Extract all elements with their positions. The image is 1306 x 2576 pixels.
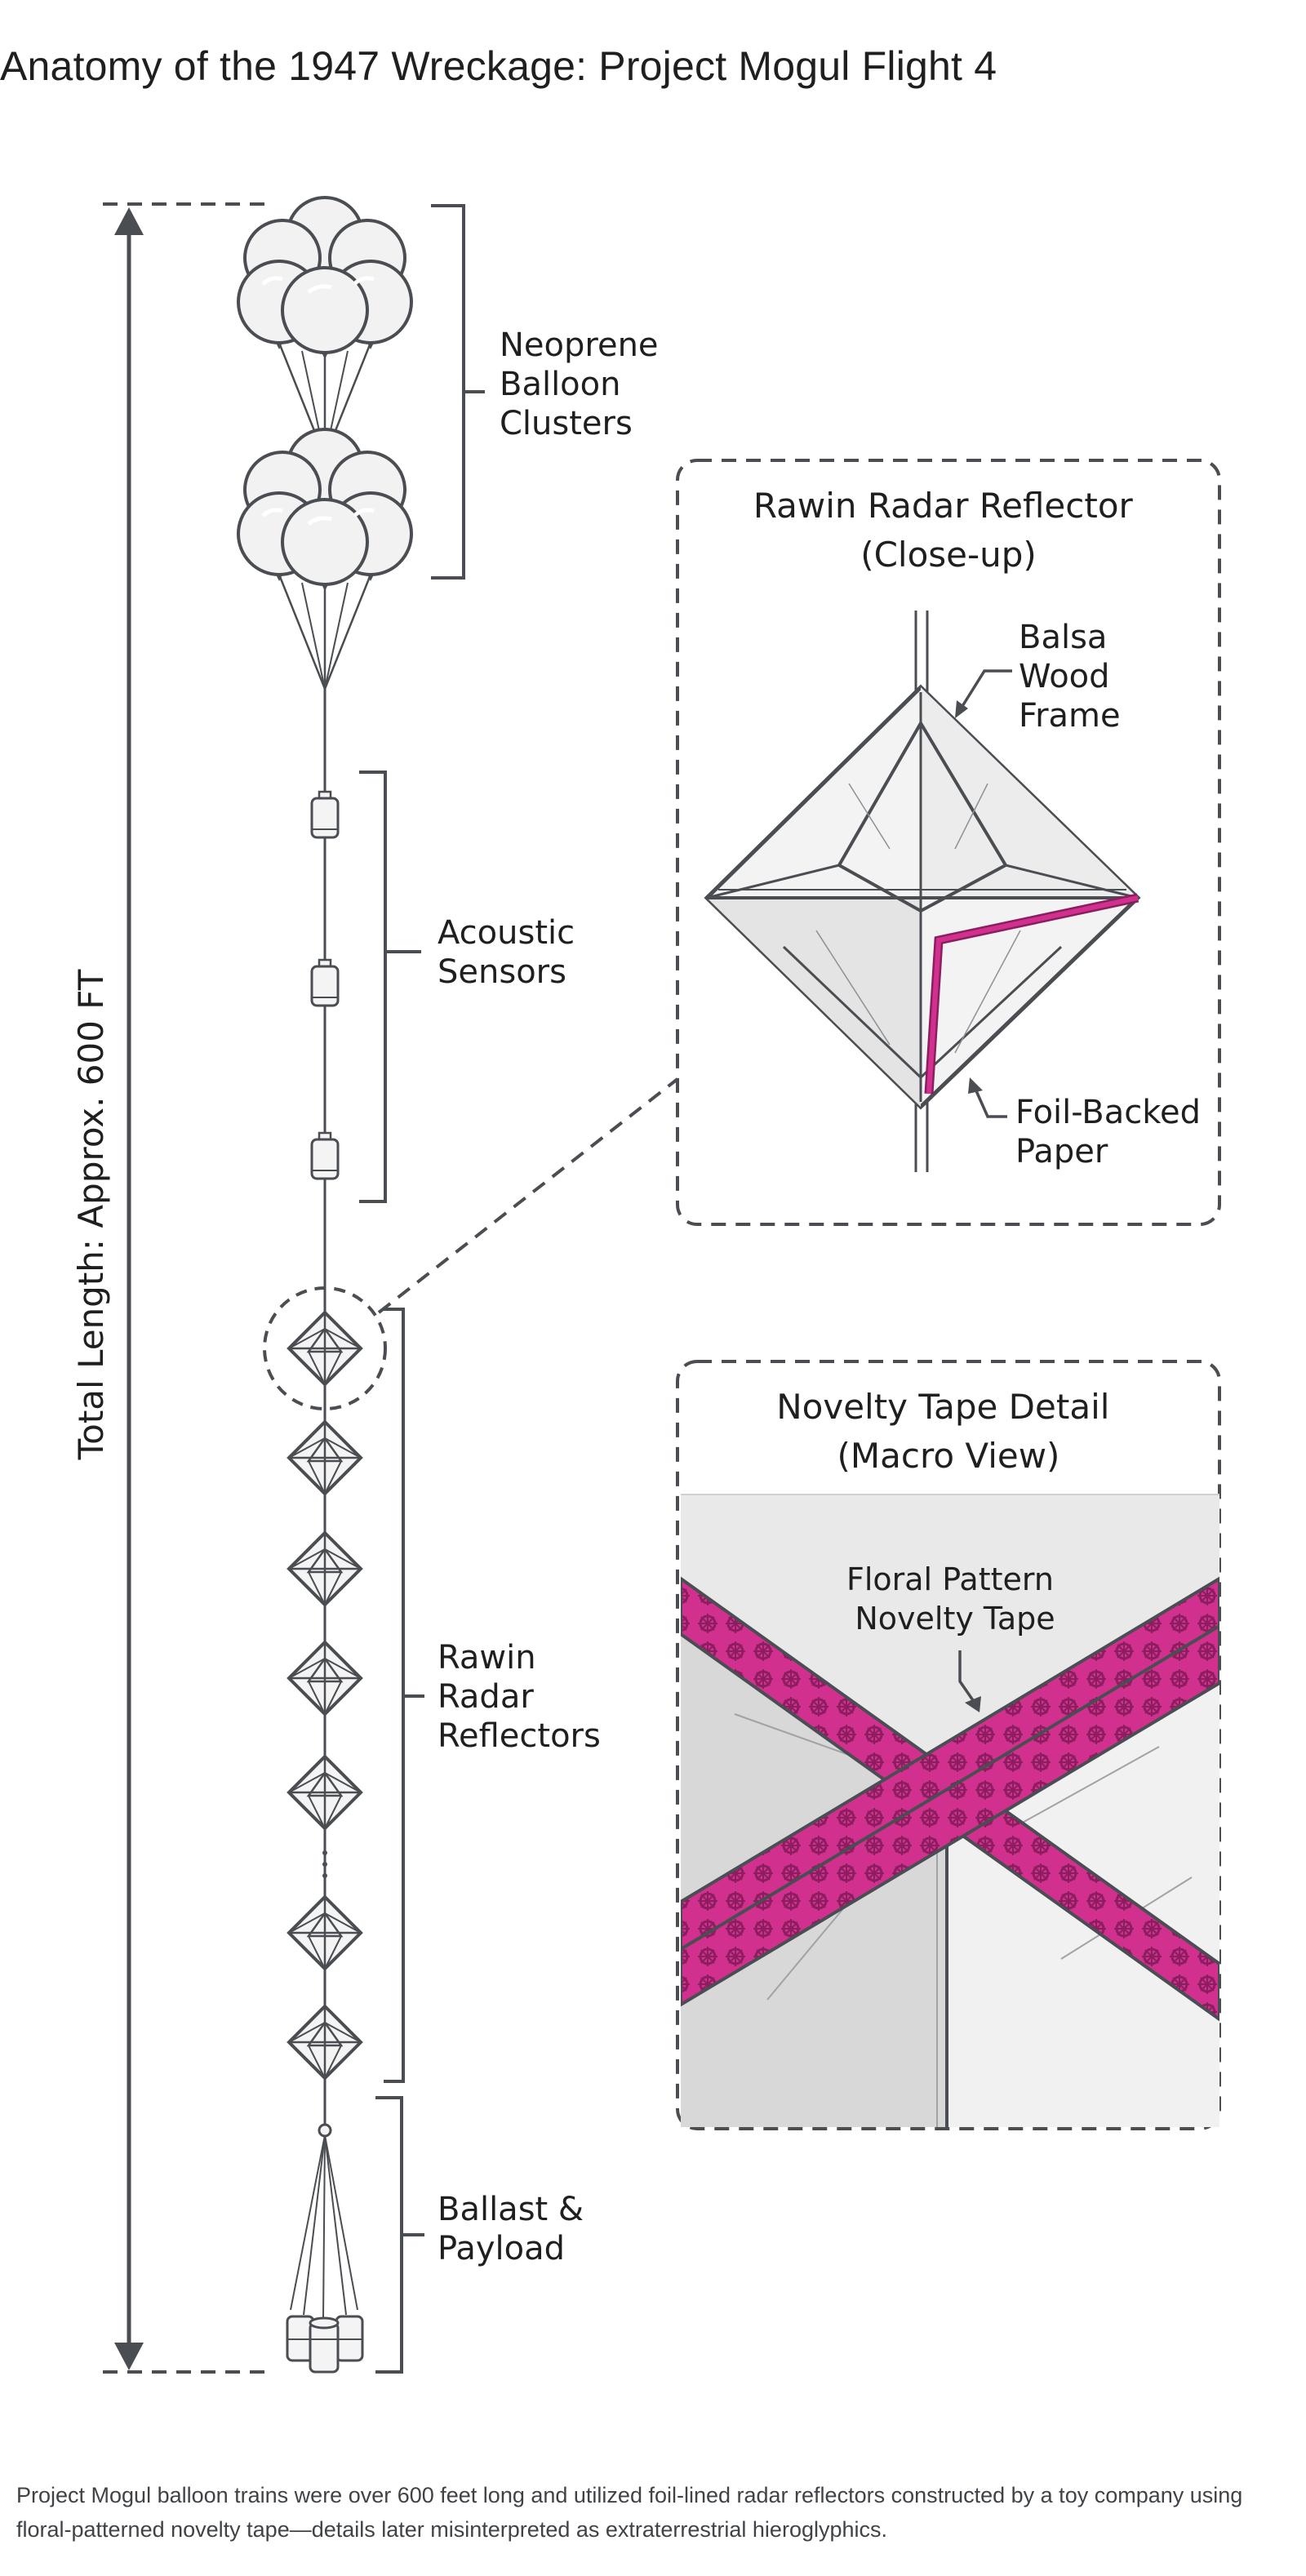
page-title: Anatomy of the 1947 Wreckage: Project Mo…: [0, 43, 997, 89]
radar-reflectors-label: Rawin Radar Reflectors: [438, 1639, 601, 1755]
reflectors-label-line-3: Reflectors: [438, 1717, 601, 1755]
tape-title: Novelty Tape Detail (Macro View): [776, 1387, 1121, 1476]
balloon-cluster-lower: [238, 429, 411, 690]
acoustic-sensor: [310, 950, 340, 1007]
closeup-title-line-2: (Close-up): [860, 535, 1037, 575]
radar-reflector: [287, 1420, 362, 1495]
acoustic-sensor: [310, 782, 340, 839]
tape-label-line-2: Novelty Tape: [855, 1601, 1055, 1637]
acoustic-sensor: [310, 1123, 340, 1180]
closeup-connector-line: [377, 1077, 679, 1314]
sensors-bracket: [359, 771, 421, 1203]
tape-title-line-1: Novelty Tape Detail: [776, 1387, 1109, 1427]
closeup-title-line-1: Rawin Radar Reflector: [753, 486, 1134, 526]
tape-detail-panel: Novelty Tape Detail (Macro View) Floral …: [676, 1360, 1221, 2130]
radar-reflector: [287, 1641, 362, 1716]
tape-pointer-line: [958, 1650, 976, 1703]
balloon-clusters-label: Neoprene Balloon Clusters: [500, 326, 669, 442]
balloon-label-line-3: Clusters: [500, 405, 633, 442]
paper-pointer-line: [973, 1086, 1007, 1118]
ballast-payload: [286, 2123, 364, 2374]
reflectors-label-line-2: Radar: [438, 1678, 534, 1716]
ballast-label-line-2: Payload: [438, 2230, 565, 2267]
novelty-tape-label: Floral Pattern Novelty Tape: [846, 1561, 1064, 1637]
caption: Project Mogul balloon trains were over 6…: [16, 2483, 1243, 2542]
ellipsis-dots: [322, 1850, 327, 1878]
ballast-bracket: [375, 2096, 424, 2374]
paper-label-line-2: Paper: [1015, 1133, 1108, 1170]
tape-macro-view: [681, 1494, 1219, 2127]
balloon-label-line-1: Neoprene: [500, 326, 659, 364]
closeup-title: Rawin Radar Reflector (Close-up): [753, 486, 1144, 575]
radar-reflector: [287, 2005, 362, 2080]
sensors-label-line-2: Sensors: [438, 953, 566, 991]
balsa-frame-label: Balsa Wood Frame: [1019, 619, 1121, 735]
frame-pointer-line: [958, 669, 1012, 711]
reflector-closeup-panel: Rawin Radar Reflector (Close-up): [676, 459, 1221, 1226]
ballast-label-line-1: Ballast &: [438, 2191, 584, 2228]
radar-reflector: [287, 1895, 362, 1970]
balloon-label-line-2: Balloon: [500, 366, 620, 403]
balloon-bracket: [431, 204, 485, 580]
arrow-icon: [955, 700, 968, 718]
reflectors-bracket: [384, 1308, 424, 2083]
total-length-label: Total Length: Approx. 600 FT: [71, 969, 111, 1460]
closeup-reflector-drawing: [704, 611, 1141, 1172]
frame-label-line-3: Frame: [1019, 697, 1121, 735]
arrow-icon: [965, 1696, 981, 1712]
ballast-payload-label: Ballast & Payload: [438, 2191, 594, 2267]
balloon-cluster-upper: [238, 198, 411, 458]
paper-label-line-1: Foil-Backed: [1015, 1094, 1201, 1131]
foil-paper-label: Foil-Backed Paper: [1015, 1094, 1211, 1170]
acoustic-sensors-label: Acoustic Sensors: [438, 914, 585, 991]
arrow-down-icon: [114, 2343, 144, 2370]
frame-label-line-1: Balsa: [1019, 619, 1107, 656]
arrow-up-icon: [114, 207, 144, 235]
radar-reflector: [287, 1755, 362, 1830]
total-length-dimension: Total Length: Approx. 600 FT: [71, 202, 269, 2374]
closeup-highlight-circle: [263, 1286, 387, 1410]
radar-reflector: [287, 1531, 362, 1606]
sensors-label-line-1: Acoustic: [438, 914, 575, 952]
tape-title-line-2: (Macro View): [837, 1436, 1060, 1476]
frame-label-line-2: Wood: [1019, 658, 1110, 695]
arrow-icon: [968, 1077, 983, 1094]
tape-label-line-1: Floral Pattern: [846, 1561, 1054, 1597]
reflectors-label-line-1: Rawin: [438, 1639, 536, 1677]
radar-reflector: [287, 1311, 362, 1386]
